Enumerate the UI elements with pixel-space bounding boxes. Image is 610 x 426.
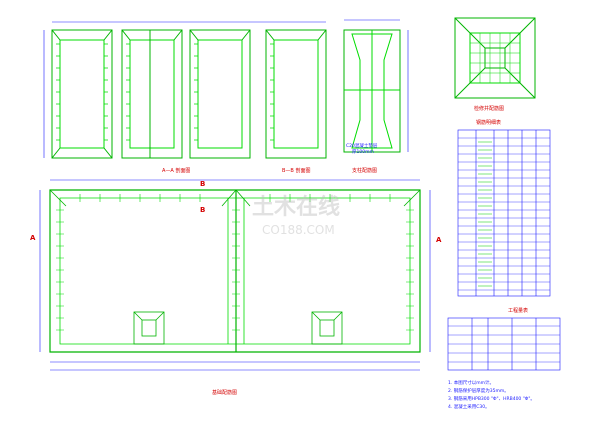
watermark: 土木在线 CO188.COM [252, 194, 340, 237]
column-detail [343, 29, 401, 153]
section-view-1 [51, 29, 113, 159]
manhole-right [311, 311, 343, 345]
manhole-left [133, 311, 165, 345]
section-view-2 [121, 29, 183, 159]
stirrup-marks-top [56, 43, 274, 141]
main-plan-stirrups [56, 194, 414, 331]
section-aa-label: A—A 剖面图 [162, 167, 190, 174]
rebar-table [457, 129, 551, 297]
notes-block: 1. 本图尺寸以mm计。 2. 钢筋保护层厚度为35mm。 3. 钢筋采用HPB… [448, 379, 535, 410]
watermark-url: CO188.COM [262, 223, 335, 237]
section-mark-b-top: B [200, 180, 205, 188]
quantity-table-title: 工程量表 [508, 307, 528, 314]
section-view-3 [189, 29, 251, 159]
note-3: 3. 钢筋采用HPB300 "Φ"、HRB400 "Φ"。 [448, 395, 535, 402]
watermark-brand: 土木在线 [252, 194, 340, 220]
column-detail-label: 支柱配筋图 [352, 167, 377, 174]
cushion-note-sub: 厚100mm [352, 149, 374, 155]
quantity-table [447, 317, 561, 371]
cushion-note: C20混凝土垫层 [346, 142, 378, 149]
main-plan-frame [49, 189, 421, 353]
section-mark-a-left: A [30, 234, 36, 242]
dimension-lines-top [43, 21, 326, 158]
section-mark-b-bottom: B [200, 206, 205, 214]
section-bb-label: B—B 剖面图 [282, 167, 310, 174]
note-4: 4. 混凝土采用C30。 [448, 403, 490, 410]
section-view-4 [265, 29, 327, 159]
column-detail-dims [344, 19, 409, 152]
pit-plan [454, 17, 536, 99]
rebar-table-title: 钢筋明细表 [476, 119, 501, 126]
pit-plan-grid [470, 33, 520, 83]
main-plan-label: 基础配筋图 [212, 389, 237, 396]
section-mark-a-right: A [436, 236, 442, 244]
rebar-shape-marks [478, 141, 492, 287]
note-2: 2. 钢筋保护层厚度为35mm。 [448, 387, 509, 394]
main-plan-haunches [49, 189, 421, 207]
rebar-table-rows [458, 137, 550, 291]
note-1: 1. 本图尺寸以mm计。 [448, 379, 494, 386]
main-plan-dimensions [39, 179, 431, 371]
pit-plan-label: 检修井配筋图 [474, 105, 504, 112]
